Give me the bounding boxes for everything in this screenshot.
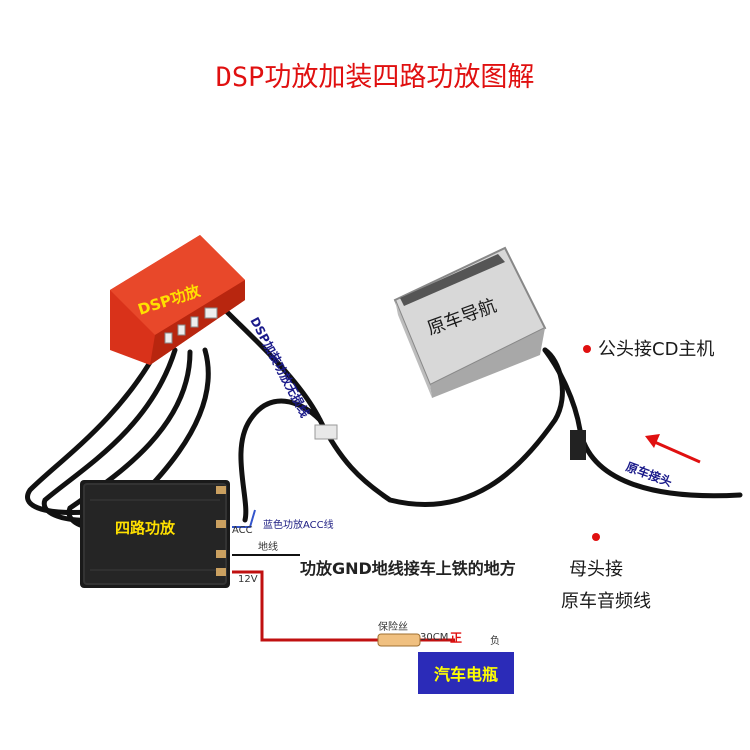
- female-plug-line2: 原车音频线: [561, 591, 651, 612]
- amp-label: 四路功放: [115, 519, 176, 537]
- negative-label: 负: [490, 634, 500, 647]
- four-channel-amplifier: 四路功放: [80, 480, 230, 588]
- acc-wire: [232, 509, 256, 528]
- power-wire: [232, 570, 380, 642]
- orig-plug-annotation: 原车接头: [624, 434, 701, 489]
- speaker-cable-2: [41, 347, 178, 523]
- car-battery: 汽车电瓶: [418, 652, 514, 694]
- positive-label: 正: [450, 631, 462, 645]
- female-plug-line1: 母头接: [569, 559, 623, 580]
- v12-label: 12V: [238, 574, 258, 585]
- harness-connector: [314, 424, 338, 440]
- acc-wire-label: 蓝色功放ACC线: [263, 518, 334, 531]
- fuse: 保险丝: [377, 620, 421, 647]
- male-plug-label: 公头接CD主机: [598, 339, 714, 360]
- fuse-label: 保险丝: [378, 620, 408, 633]
- ground-label: 地线: [258, 540, 278, 553]
- harness-main: [222, 307, 565, 507]
- male-plug-dot: [583, 345, 591, 353]
- female-plug-dot: [592, 533, 600, 541]
- dsp-amplifier: DSP功放: [110, 235, 245, 365]
- head-unit: 原车导航: [393, 246, 547, 398]
- dsp-cable-label: DSP加装功放无损线: [247, 314, 313, 419]
- ground-note: 功放GND地线接车上铁的地方: [300, 559, 516, 578]
- acc-label: ACC: [232, 525, 253, 536]
- harness-to-amp: [238, 398, 323, 523]
- battery-label: 汽车电瓶: [434, 665, 498, 684]
- length-label: 30CM: [420, 632, 448, 643]
- page-title: DSP功放加装四路功放图解: [216, 62, 535, 93]
- car-plug: [570, 430, 586, 460]
